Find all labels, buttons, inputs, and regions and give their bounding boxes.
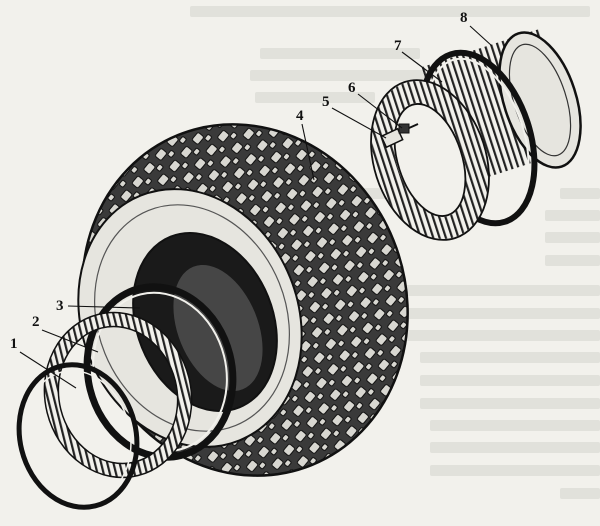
background-text-line [400, 285, 600, 296]
callout-1: 1 [10, 336, 18, 352]
background-text-line [560, 488, 600, 499]
leader-line-1 [19, 351, 77, 389]
leader-lines [19, 25, 493, 389]
leader-line-3 [67, 305, 141, 309]
background-text-line [420, 375, 600, 386]
rim-back-face [498, 31, 582, 169]
background-text-line [560, 188, 600, 199]
background-text-line [430, 420, 600, 431]
callout-8: 8 [460, 10, 468, 26]
background-text-line [545, 210, 600, 221]
tire-sidewall-inner-ring [94, 204, 290, 432]
background-text-line [400, 308, 600, 319]
leader-line-4 [301, 123, 315, 181]
leader-line-5 [331, 107, 387, 139]
callout-7: 7 [394, 38, 402, 54]
leader-line-6 [357, 93, 403, 129]
leader-line-7 [401, 51, 443, 83]
background-text-line [545, 232, 600, 243]
callout-3: 3 [56, 298, 64, 314]
callout-6: 6 [348, 80, 356, 96]
rim-inner-band [370, 79, 490, 241]
snap-ring [16, 362, 140, 510]
background-text-line [190, 6, 590, 17]
background-text-line [250, 70, 440, 81]
leader-line-2 [41, 329, 99, 353]
callout-labels: 1 2 3 4 5 6 7 8 [10, 10, 468, 352]
background-text-line [545, 255, 600, 266]
background-text-line [430, 465, 600, 476]
background-text-line [260, 48, 420, 59]
background-text-line [420, 398, 600, 409]
callout-2: 2 [32, 314, 40, 330]
background-text-line [255, 92, 375, 103]
valve [380, 123, 419, 149]
background-text-line [430, 442, 600, 453]
flange-ring [83, 283, 237, 461]
background-text-line [400, 330, 600, 341]
leader-line-8 [469, 25, 493, 47]
callout-5: 5 [322, 94, 330, 110]
background-text-line [420, 352, 600, 363]
callout-4: 4 [296, 108, 304, 124]
